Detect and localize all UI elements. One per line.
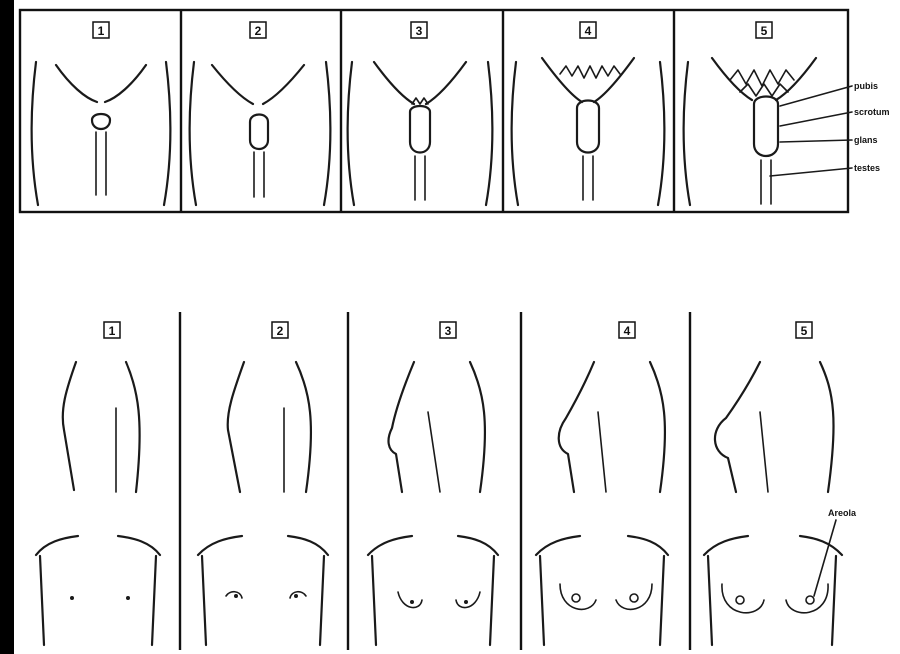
side-profile-front — [389, 362, 414, 492]
leg-gap-lines — [583, 156, 593, 200]
genitals — [754, 97, 778, 157]
female-stage-2: 2 — [198, 322, 328, 645]
nipple-left — [410, 600, 414, 604]
breast-right — [616, 584, 652, 609]
stage-number: 2 — [277, 324, 284, 338]
leg-gap-lines — [254, 152, 264, 197]
breast-right — [456, 592, 480, 608]
genitals — [92, 114, 110, 129]
male-stage-5: 5 pubis scrotum glans testes — [684, 22, 890, 205]
areola-right — [806, 596, 814, 604]
nipple-right — [126, 596, 130, 600]
pubic-hair — [560, 66, 620, 78]
groin-lines — [374, 62, 466, 104]
shoulder-line — [198, 536, 328, 555]
side-profile-arm — [428, 412, 440, 492]
callout-line-testes — [770, 168, 852, 176]
callout-label-scrotum: scrotum — [854, 107, 890, 117]
top-panel-frame — [20, 10, 848, 212]
leg-gap-lines — [415, 156, 425, 200]
stage-number: 5 — [761, 24, 768, 38]
left-thigh-outline — [32, 62, 38, 205]
stage-number: 4 — [585, 24, 592, 38]
areola-right — [630, 594, 638, 602]
callout-label-areola: Areola — [828, 508, 857, 518]
side-profile-arm — [760, 412, 768, 492]
shoulder-line — [368, 536, 498, 555]
torso-outline — [372, 556, 494, 645]
female-stage-1: 1 — [36, 322, 160, 645]
groin-lines — [56, 65, 146, 102]
left-thigh-outline — [512, 62, 518, 205]
side-profile-arm — [598, 412, 606, 492]
male-stage-2: 2 — [190, 22, 331, 205]
pubic-hair — [730, 70, 794, 96]
left-thigh-outline — [684, 62, 690, 205]
callout-label-testes: testes — [854, 163, 880, 173]
side-profile-front — [715, 362, 760, 492]
callout-line-glans — [780, 140, 852, 142]
left-thigh-outline — [348, 62, 354, 205]
stage-number: 3 — [416, 24, 423, 38]
nipple-right — [294, 594, 298, 598]
genitals — [250, 115, 268, 150]
torso-outline — [40, 556, 156, 645]
side-profile-back — [820, 362, 834, 492]
stage-number: 4 — [624, 324, 631, 338]
right-thigh-outline — [486, 62, 492, 205]
male-stage-3: 3 — [348, 22, 493, 205]
areola-left — [572, 594, 580, 602]
right-thigh-outline — [164, 62, 170, 205]
genitals — [577, 101, 599, 153]
side-profile-back — [296, 362, 311, 492]
groin-lines — [542, 58, 634, 102]
top-panel: 1 2 3 — [20, 10, 890, 212]
side-profile-back — [126, 362, 140, 492]
genitals — [410, 106, 430, 153]
shoulder-line — [36, 536, 160, 555]
breast-left — [398, 592, 422, 608]
shoulder-line — [704, 536, 842, 555]
side-profile-front — [559, 362, 594, 492]
torso-outline — [540, 556, 664, 645]
groin-lines — [212, 65, 304, 104]
callout-label-pubis: pubis — [854, 81, 878, 91]
right-thigh-outline — [658, 62, 664, 205]
side-profile-front — [63, 362, 76, 490]
stage-number: 5 — [801, 324, 808, 338]
shoulder-line — [536, 536, 668, 555]
male-stage-4: 4 — [512, 22, 665, 205]
female-stage-5: 5 Areola — [704, 322, 857, 645]
groin-lines — [712, 58, 816, 100]
stage-number: 1 — [109, 324, 116, 338]
torso-outline — [202, 556, 324, 645]
breast-bud-right — [290, 592, 306, 598]
areola-left — [736, 596, 744, 604]
male-stage-1: 1 — [32, 22, 171, 205]
breast-left — [560, 584, 596, 609]
left-thigh-outline — [190, 62, 196, 205]
side-profile-back — [650, 362, 665, 492]
stage-number: 2 — [255, 24, 262, 38]
stage-number: 1 — [98, 24, 105, 38]
leg-gap-lines — [761, 160, 771, 204]
female-stage-4: 4 — [536, 322, 668, 645]
right-thigh-outline — [324, 62, 330, 205]
nipple-right — [464, 600, 468, 604]
leg-gap-lines — [96, 132, 106, 195]
callout-label-glans: glans — [854, 135, 878, 145]
callout-line-scrotum — [780, 112, 852, 126]
stage-number: 3 — [445, 324, 452, 338]
nipple-left — [234, 594, 238, 598]
female-stage-3: 3 — [368, 322, 498, 645]
bottom-panel: 1 2 3 — [36, 312, 857, 650]
breast-bud-left — [226, 592, 242, 598]
torso-outline — [708, 556, 836, 645]
nipple-left — [70, 596, 74, 600]
callout-line-areola — [814, 520, 836, 596]
side-profile-back — [470, 362, 485, 492]
side-profile-front — [228, 362, 244, 492]
